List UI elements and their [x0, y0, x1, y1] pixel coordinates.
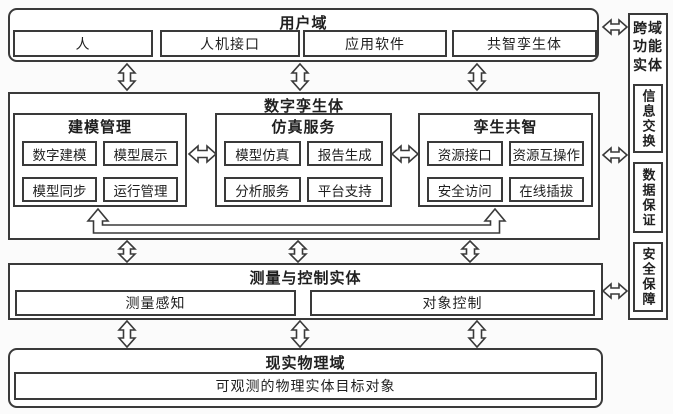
item-object-control: 对象控制	[310, 290, 595, 316]
arrow-user-twin-right	[467, 62, 487, 92]
arrow-mce-physical-center	[290, 319, 310, 349]
twin-co-intelligence-group: 孪生共智 资源接口 资源互操作 安全访问 在线插拔	[418, 113, 593, 207]
item-measurement-perception: 测量感知	[15, 290, 296, 316]
cell-online-plug: 在线插拔	[508, 177, 584, 202]
item-observable-physical-target: 可观测的物理实体目标对象	[14, 372, 597, 400]
cell-model-sync: 模型同步	[22, 177, 97, 202]
digital-twin-box: 数字孪生体 建模管理 数字建模 模型展示 模型同步 运行管理 仿真服务 模型仿真…	[8, 92, 600, 240]
user-item-person: 人	[13, 30, 153, 57]
cell-report-generation: 报告生成	[306, 141, 383, 166]
modeling-management-group: 建模管理 数字建模 模型展示 模型同步 运行管理	[13, 113, 187, 207]
measurement-control-box: 测量与控制实体 测量感知 对象控制	[8, 263, 603, 320]
digital-twin-title: 数字孪生体	[263, 98, 344, 115]
cell-resource-interoperation: 资源互操作	[508, 141, 584, 166]
item-data-assurance: 数据保证	[633, 162, 663, 233]
cell-analysis-service: 分析服务	[224, 177, 301, 202]
twin-co-intelligence-title: 孪生共智	[473, 119, 538, 136]
arrow-mce-physical-right	[467, 319, 487, 349]
arrow-twin-mce-left	[117, 239, 137, 264]
arrow-twin-crossdomain	[601, 146, 629, 164]
cross-domain-title: 跨域功能实体	[633, 20, 663, 73]
arrow-twin-mce-right	[460, 239, 480, 264]
cell-resource-interface: 资源接口	[427, 141, 503, 166]
arrow-mce-physical-left	[117, 319, 137, 349]
simulation-service-grid: 模型仿真 报告生成 分析服务 平台支持	[217, 139, 390, 209]
physical-domain-title: 现实物理域	[265, 355, 346, 372]
arrow-user-twin-left	[117, 62, 137, 92]
user-domain-box: 用户域 人 人机接口 应用软件 共智孪生体	[8, 8, 599, 62]
user-domain-title: 用户域	[279, 15, 328, 32]
arrow-mce-crossdomain	[601, 282, 629, 300]
arrow-user-twin-center	[290, 62, 310, 92]
user-item-human-machine-interface: 人机接口	[160, 30, 300, 57]
simulation-service-group: 仿真服务 模型仿真 报告生成 分析服务 平台支持	[215, 113, 392, 207]
modeling-management-title: 建模管理	[67, 119, 132, 136]
cell-model-display: 模型展示	[103, 141, 178, 166]
arrow-twin-mce-center	[288, 239, 308, 264]
cell-operation-management: 运行管理	[103, 177, 178, 202]
cell-model-simulation: 模型仿真	[224, 141, 301, 166]
security-assurance-label: 安全保障	[640, 247, 656, 307]
cell-digital-modeling: 数字建模	[22, 141, 97, 166]
arrow-user-crossdomain	[601, 18, 629, 36]
measurement-control-title: 测量与控制实体	[249, 270, 362, 287]
physical-domain-box: 现实物理域 可观测的物理实体目标对象	[8, 348, 603, 408]
cell-secure-access: 安全访问	[427, 177, 503, 202]
information-exchange-label: 信息交换	[640, 88, 656, 149]
data-assurance-label: 数据保证	[640, 167, 656, 228]
modeling-management-grid: 数字建模 模型展示 模型同步 运行管理	[15, 139, 185, 209]
item-security-assurance: 安全保障	[633, 242, 663, 312]
item-information-exchange: 信息交换	[633, 84, 663, 153]
user-item-co-intelligent-twin: 共智孪生体	[452, 30, 597, 57]
simulation-service-title: 仿真服务	[271, 119, 336, 136]
twin-co-intelligence-grid: 资源接口 资源互操作 安全访问 在线插拔	[420, 139, 591, 209]
user-item-application-software: 应用软件	[303, 30, 447, 57]
cell-platform-support: 平台支持	[306, 177, 383, 202]
cross-domain-column: 跨域功能实体 信息交换 数据保证 安全保障	[628, 13, 668, 320]
